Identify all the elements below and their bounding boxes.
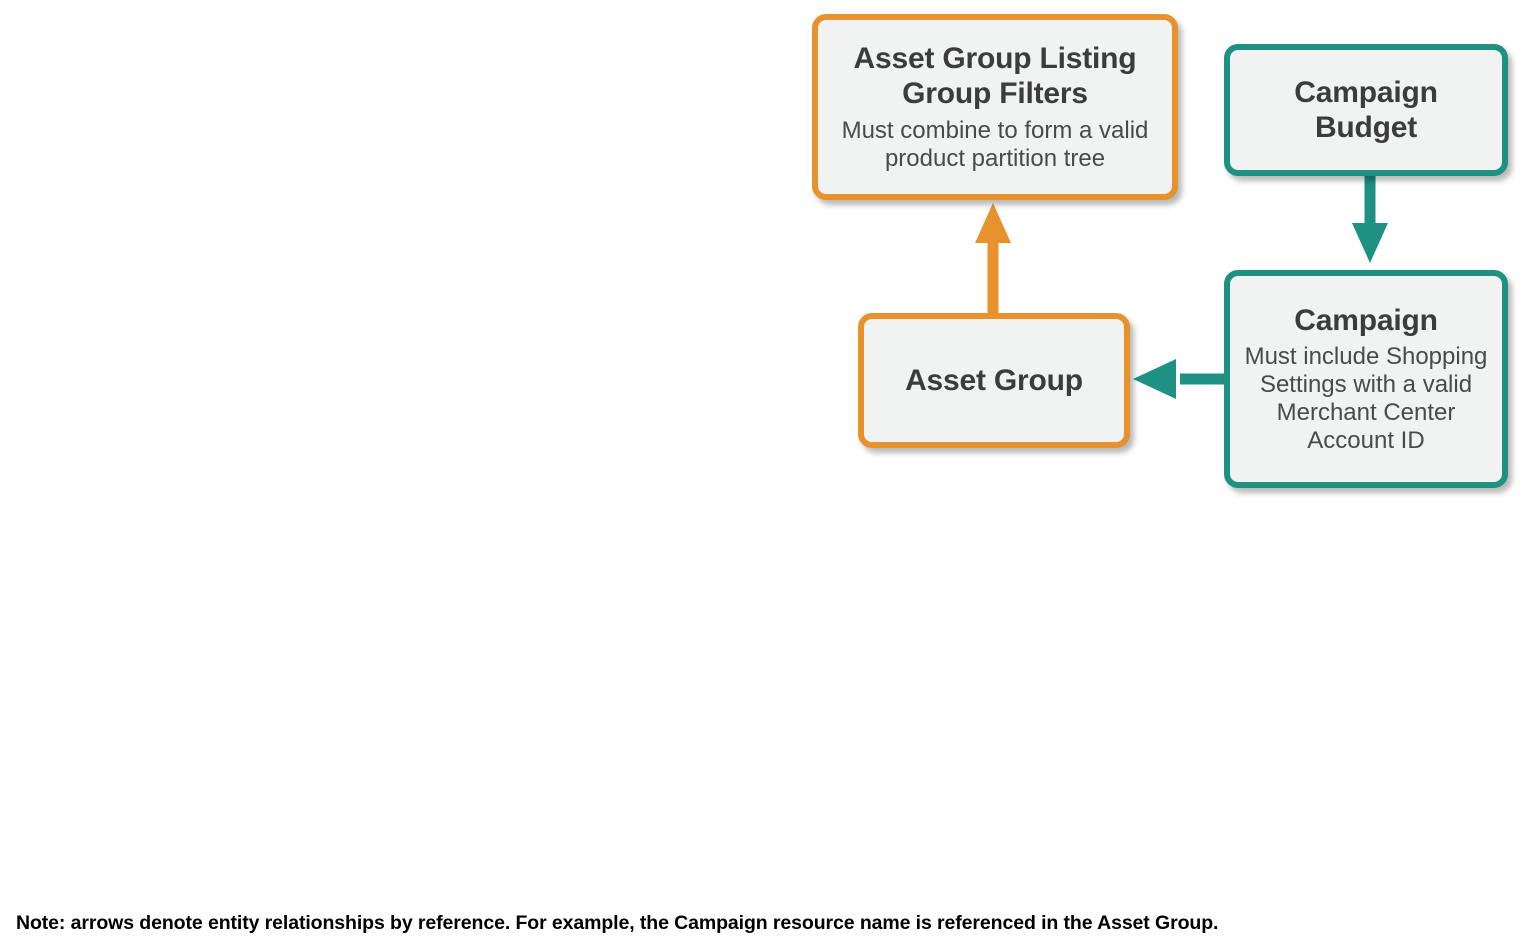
edge-asset-group-to-listing-group-filters [975, 203, 1011, 315]
node-campaign-budget[interactable]: Campaign Budget [1224, 44, 1508, 176]
arrowhead-teal-left [1133, 359, 1176, 399]
node-asset-group[interactable]: Asset Group [858, 313, 1130, 448]
node-campaign[interactable]: Campaign Must include Shopping Settings … [1224, 270, 1508, 488]
node-subtitle: Must combine to form a valid product par… [841, 116, 1149, 172]
edge-campaign-budget-to-campaign [1352, 174, 1388, 263]
node-title: Campaign Budget [1294, 75, 1438, 144]
node-subtitle: Must include Shopping Settings with a va… [1244, 343, 1488, 455]
edge-campaign-to-asset-group [1133, 359, 1228, 399]
node-asset-group-listing-group-filters[interactable]: Asset Group Listing Group Filters Must c… [812, 14, 1178, 200]
diagram-footnote: Note: arrows denote entity relationships… [16, 912, 1219, 934]
node-title: Campaign [1294, 303, 1438, 337]
arrowhead-teal-down [1352, 223, 1388, 263]
node-title: Asset Group [905, 363, 1083, 397]
node-title: Asset Group Listing Group Filters [853, 42, 1137, 111]
arrowhead-orange-up [975, 203, 1011, 243]
